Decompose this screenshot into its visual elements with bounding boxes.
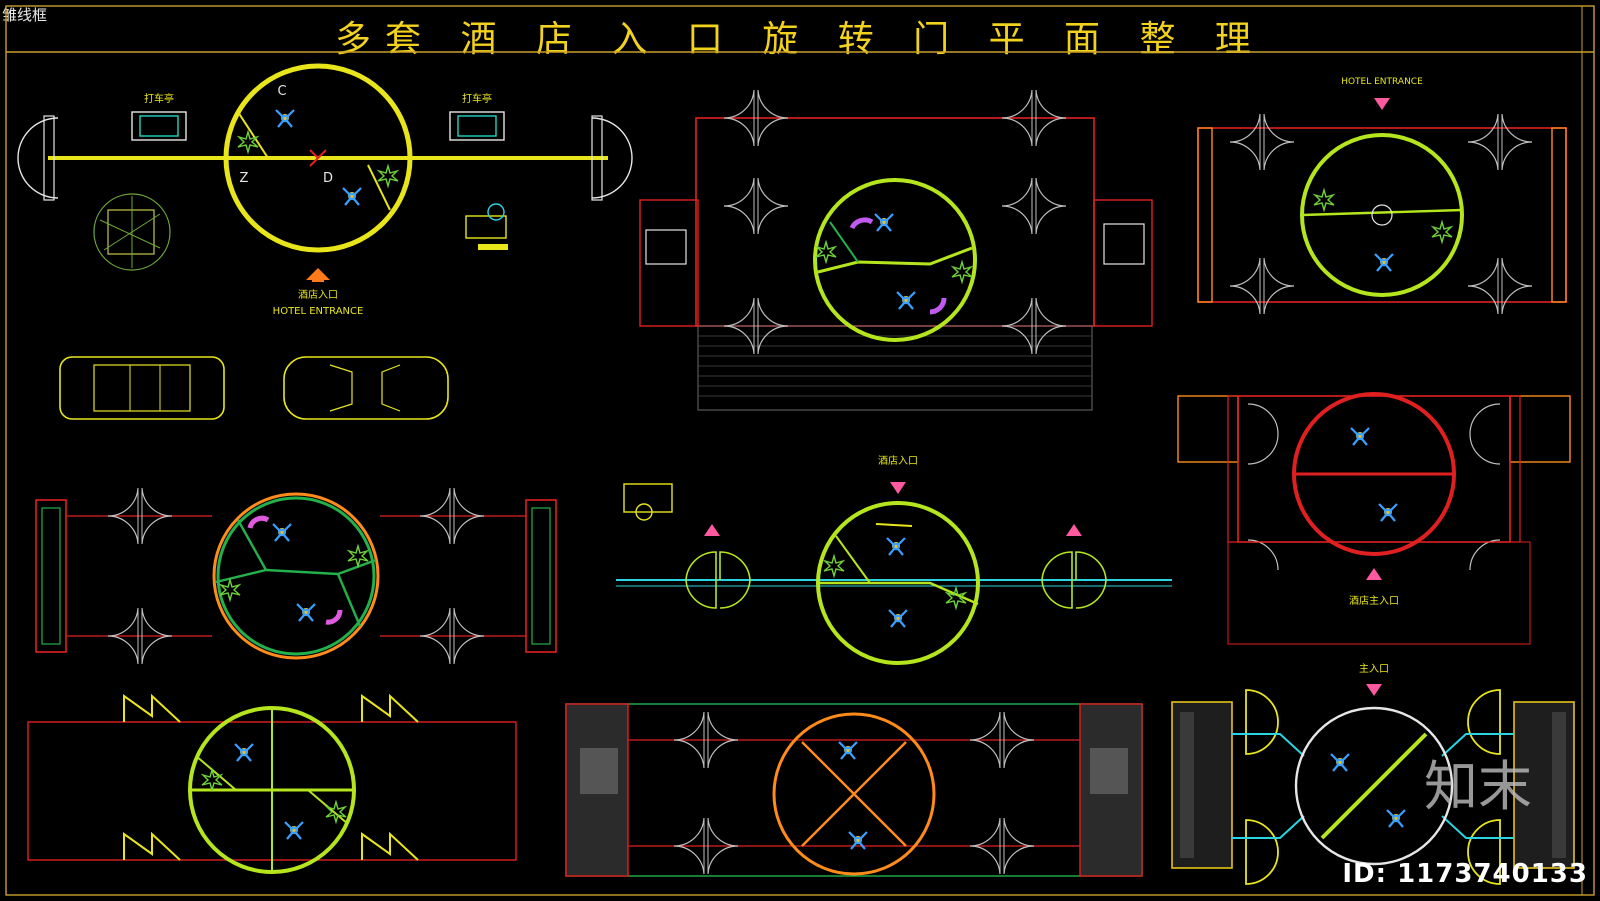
taxi-stand-label-right: 打车亭 [462,92,492,105]
plan-3-revolving-door [1197,98,1567,315]
hotel-entrance-cn-label-1: 酒店入口 [298,288,338,301]
page-title: 多套 酒 店 入 口 旋 转 门 平 面 整 理 [335,19,1265,60]
taxi-stand-label-left: 打车亭 [144,92,174,105]
plan-7-revolving-door [27,693,517,874]
plan-9-revolving-door [1171,684,1575,885]
image-id-label: ID: 1173740133 [1342,859,1588,889]
hotel-entrance-cn-label-2: 酒店入口 [878,454,918,467]
plan-8-revolving-door [565,703,1143,877]
watermark-logo: 知末 [1424,755,1532,818]
plan-2-revolving-door [639,89,1153,411]
sheet-border [5,5,1595,896]
plan-5-revolving-door [616,482,1172,665]
door-label-c: C [277,84,286,99]
hotel-entrance-en-label-1: HOTEL ENTRANCE [273,306,364,317]
plan-4-revolving-door [35,487,557,665]
door-label-z: Z [240,171,249,186]
corner-tag: 雏线框 [2,6,48,24]
car-icon-left [59,356,225,420]
plan-6-revolving-door [1177,392,1571,645]
hotel-entrance-en-label-2: HOTEL ENTRANCE [1341,77,1423,87]
plan-1-revolving-door [17,63,633,282]
main-entrance-short-label: 主入口 [1359,663,1389,675]
door-label-d: D [323,171,333,186]
hotel-main-entrance-label: 酒店主入口 [1349,594,1399,607]
car-icon-right [283,356,449,420]
